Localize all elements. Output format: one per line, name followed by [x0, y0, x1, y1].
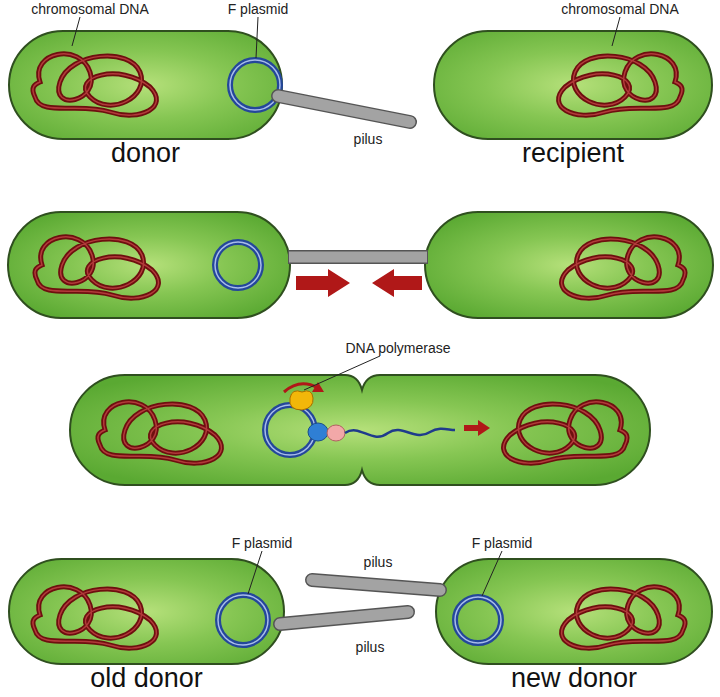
chromosomal-dna — [33, 54, 157, 115]
chromosomal-dna — [559, 54, 683, 115]
part-label: pilus — [364, 555, 393, 569]
cell-name: recipient — [522, 140, 624, 167]
chromosomal-dna — [35, 237, 159, 298]
cell-name: donor — [111, 140, 180, 167]
pilus-bar — [278, 96, 440, 624]
leader-line — [72, 17, 620, 596]
part-label: F plasmid — [472, 536, 533, 550]
part-label: F plasmid — [232, 536, 293, 550]
cell-name: old donor — [90, 665, 203, 692]
part-label: pilus — [356, 640, 385, 654]
part-label: pilus — [354, 132, 383, 146]
bacterial-cell: recipient — [433, 30, 713, 140]
f-plasmid — [215, 60, 501, 645]
part-label: DNA polymerase — [345, 341, 450, 355]
transfer-arrow — [464, 420, 490, 436]
cell-name: new donor — [511, 665, 637, 692]
chromosomal-dna — [562, 587, 686, 648]
transfer-protein — [327, 425, 345, 441]
part-label: F plasmid — [228, 2, 289, 16]
retraction-arrow — [296, 269, 350, 297]
single-strand-dna — [345, 429, 455, 437]
relaxase — [308, 423, 328, 441]
recipient-cell — [425, 212, 713, 318]
rotation-arrow-head — [312, 382, 324, 392]
part-label: chromosomal DNA — [561, 2, 678, 16]
chromosomal-dna — [504, 402, 628, 463]
dna-polymerase — [290, 391, 313, 410]
bacterial-cell: donor — [8, 30, 283, 140]
conjugating-cells — [70, 375, 650, 485]
chromosomal-dna — [562, 237, 686, 298]
chromosomal-dna — [98, 402, 222, 463]
rotation-arrow — [284, 384, 318, 392]
donor-cell — [8, 212, 290, 318]
chromosomal-dna — [33, 587, 157, 648]
bacterial-cell: new donor — [435, 558, 713, 665]
bacterial-cell: old donor — [8, 558, 285, 665]
retraction-arrow — [372, 269, 422, 297]
part-label: chromosomal DNA — [31, 2, 148, 16]
